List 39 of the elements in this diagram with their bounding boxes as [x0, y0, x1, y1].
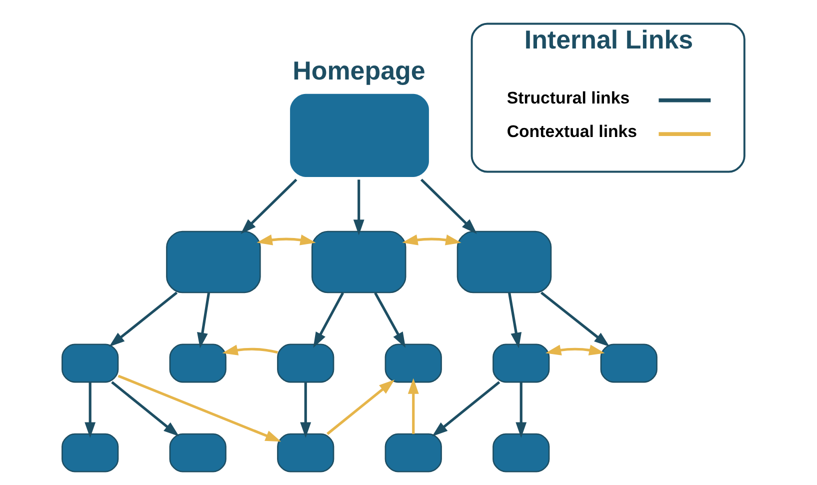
- node-box: [169, 344, 226, 383]
- arrow: [326, 380, 395, 435]
- node-box: [384, 433, 442, 472]
- arrow: [432, 381, 500, 436]
- arrow: [256, 234, 316, 246]
- arrow: [84, 382, 96, 438]
- arrow: [118, 374, 282, 442]
- legend-label: Contextual links: [506, 122, 638, 142]
- arrow: [374, 292, 406, 348]
- node-label: Homepage: [292, 56, 426, 86]
- arrow: [300, 382, 312, 438]
- arrow: [353, 180, 364, 236]
- arrow: [508, 292, 522, 348]
- arrow: [420, 178, 477, 234]
- node-box: [456, 230, 552, 294]
- arrow: [240, 178, 298, 234]
- arrow: [516, 382, 527, 438]
- arrow: [222, 344, 278, 356]
- node-box: [277, 433, 334, 472]
- arrow: [545, 344, 605, 356]
- node-box: [169, 433, 226, 472]
- node-box: [62, 344, 119, 383]
- node-box: [311, 230, 406, 294]
- arrow: [313, 292, 344, 348]
- arrow: [111, 381, 180, 436]
- node-box: [290, 94, 429, 177]
- node-box: [62, 433, 119, 472]
- node-box: [492, 433, 550, 472]
- node-box: [277, 344, 334, 383]
- node-box: [166, 230, 261, 294]
- node-box: [600, 344, 658, 383]
- arrow: [540, 292, 610, 347]
- legend-label: Structural links: [506, 88, 630, 108]
- node-box: [492, 344, 550, 383]
- arrow: [197, 292, 210, 348]
- arrow: [408, 378, 419, 434]
- arrow: [109, 292, 178, 347]
- arrow: [402, 234, 462, 246]
- node-box: [384, 344, 442, 383]
